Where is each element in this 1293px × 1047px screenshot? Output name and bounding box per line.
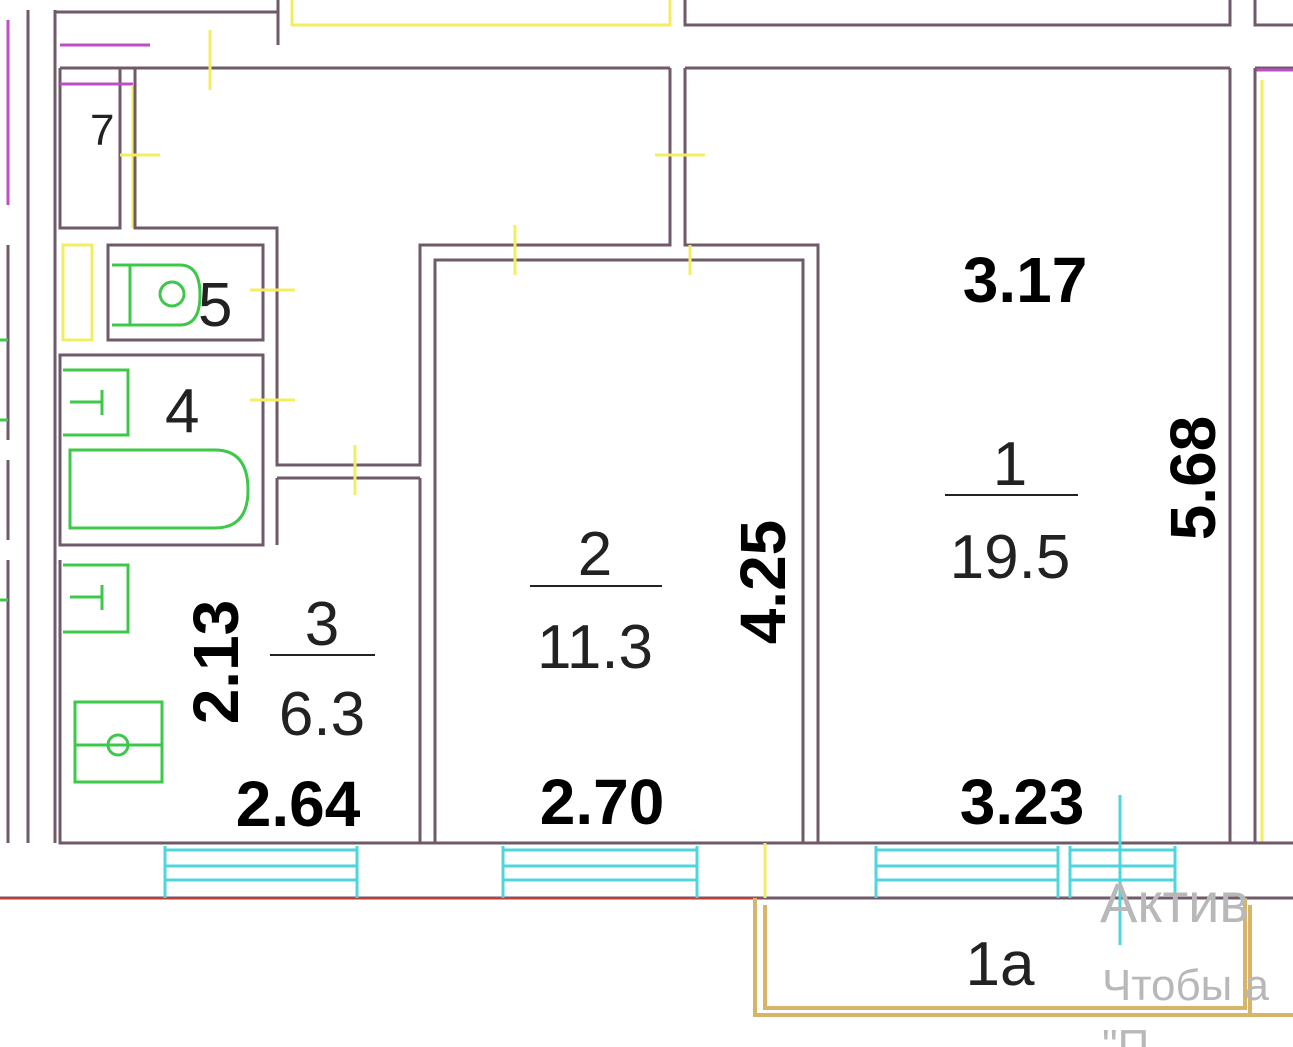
kitchen-sink-icon <box>63 563 130 634</box>
dim-room3-side: 2.13 <box>180 600 252 725</box>
hall-walls <box>133 68 820 843</box>
watermark-line1: Актив <box>1100 871 1249 934</box>
dim-room1-top: 3.17 <box>963 244 1088 316</box>
room-3-number: 3 <box>305 590 339 659</box>
balcony-door <box>1068 795 1177 945</box>
room-7-label: 7 <box>90 106 114 155</box>
left-neighbour-walls <box>0 10 57 843</box>
room-5-label: 5 <box>198 271 232 340</box>
dim-room1-side: 5.68 <box>1157 416 1229 541</box>
exterior-wall <box>0 795 1293 945</box>
dim-room1-bottom: 3.23 <box>960 766 1085 838</box>
room-4-walls <box>58 353 265 547</box>
sink-icon <box>63 368 130 437</box>
dim-room2-bottom: 2.70 <box>540 766 665 838</box>
room-1-area: 19.5 <box>950 523 1071 592</box>
balcony-walls <box>753 898 1293 1017</box>
room-5-walls <box>106 243 265 342</box>
top-walls <box>55 0 1293 72</box>
dim-room2-side: 4.25 <box>727 520 799 645</box>
room-2-area: 11.3 <box>537 613 653 682</box>
room-2-number: 2 <box>578 520 612 589</box>
window-room-1 <box>874 846 1060 898</box>
window-room-2 <box>501 846 699 898</box>
room-7-walls <box>58 68 122 230</box>
stove-icon <box>73 700 164 784</box>
room-4-label: 4 <box>165 377 199 446</box>
dim-room3-bottom: 2.64 <box>236 768 361 840</box>
bathtub-icon <box>68 448 250 530</box>
toilet-icon <box>112 263 202 327</box>
window-room-3 <box>163 846 359 898</box>
room-1-number: 1 <box>993 430 1027 499</box>
toilet-bowl-icon <box>158 280 186 308</box>
watermark-line2: Чтобы а <box>1102 961 1270 1010</box>
room-3-area: 6.3 <box>279 680 365 749</box>
balcony-label: 1a <box>966 930 1035 999</box>
watermark-line3: "П <box>1102 1021 1149 1047</box>
